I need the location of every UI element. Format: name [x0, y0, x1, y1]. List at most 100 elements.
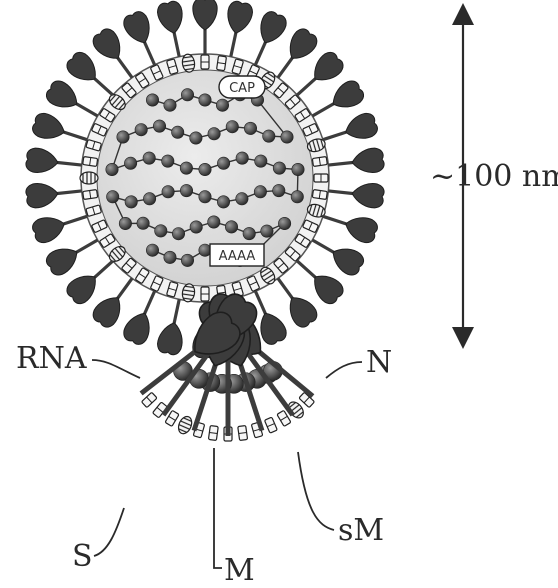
spike-head: [30, 212, 68, 245]
cap-label: CAP: [229, 81, 255, 96]
s-leader-line: [94, 508, 124, 556]
nucleocapsid-bead: [143, 152, 155, 164]
nucleocapsid-bead: [255, 155, 267, 167]
m-protein: [83, 157, 98, 167]
nucleocapsid-bead: [172, 126, 184, 138]
spike-protein: [156, 0, 191, 59]
nucleocapsid-bead: [119, 217, 131, 229]
nucleocapsid-bead: [208, 128, 220, 140]
m-protein: [312, 190, 327, 200]
spike-protein: [219, 0, 254, 59]
m-protein: [201, 287, 209, 301]
m-protein: [264, 417, 277, 433]
nucleocapsid-bead: [273, 162, 285, 174]
spike-protein: [319, 205, 379, 245]
nucleocapsid-bead: [137, 217, 149, 229]
m-protein: [141, 392, 157, 407]
n-label: N: [366, 345, 392, 380]
spike-head: [342, 111, 380, 144]
nucleocapsid-bead: [180, 162, 192, 174]
sm-leader-line: [298, 452, 334, 530]
nucleocapsid-bead: [217, 157, 229, 169]
spike-head: [43, 241, 82, 278]
spike-head: [30, 111, 68, 144]
nucleocapsid-bead: [281, 131, 293, 143]
nucleocapsid-bead: [143, 193, 155, 205]
nucleocapsid-bead: [164, 99, 176, 111]
nucleocapsid-bead: [162, 155, 174, 167]
sm-protein: [176, 414, 194, 435]
nucleocapsid-bead: [135, 124, 147, 136]
nucleocapsid-bead: [181, 89, 193, 101]
spike-head: [25, 147, 59, 174]
spike-head: [254, 9, 289, 48]
spike-head: [43, 78, 82, 115]
m-protein: [217, 56, 227, 71]
spike-head: [351, 181, 385, 208]
nucleocapsid-bead: [278, 217, 290, 229]
nucleocapsid-bead: [254, 186, 266, 198]
nucleocapsid-bead: [263, 130, 275, 142]
polya-label: AAAA: [219, 249, 256, 264]
nucleocapsid-bead: [125, 196, 137, 208]
nucleocapsid-bead: [208, 216, 220, 228]
nucleocapsid-bead: [273, 184, 285, 196]
nucleocapsid-bead: [243, 227, 255, 239]
spike-protein: [30, 205, 90, 245]
spike-head: [156, 0, 186, 36]
nucleocapsid-bead: [291, 191, 303, 203]
sm-label: sM: [338, 513, 384, 548]
nucleocapsid-bead: [216, 99, 228, 111]
spike-protein: [25, 147, 83, 177]
nucleocapsid-bead: [217, 196, 229, 208]
rna-leader-line: [92, 360, 140, 378]
nucleocapsid-bead: [164, 251, 176, 263]
m-protein: [314, 174, 328, 182]
nucleocapsid-bead: [181, 254, 193, 266]
sm-protein-body: [176, 414, 194, 435]
n-leader-line: [326, 362, 362, 378]
spike-head: [90, 26, 128, 66]
nucleocapsid-bead: [236, 152, 248, 164]
nucleocapsid-bead: [124, 157, 136, 169]
s-label: S: [72, 539, 93, 574]
nucleocapsid-bead: [146, 244, 158, 256]
spike-head: [351, 147, 385, 174]
sm-protein-body: [80, 172, 98, 184]
spike-head: [121, 308, 156, 347]
nucleocapsid-bead: [107, 191, 119, 203]
nucleocapsid-bead: [162, 186, 174, 198]
spike-head: [193, 0, 217, 30]
nucleocapsid-bead: [190, 221, 202, 233]
nucleocapsid-bead: [155, 225, 167, 237]
m-leader-line: [214, 448, 222, 568]
m-protein: [312, 157, 327, 167]
spike-protein: [193, 0, 217, 54]
nucleocapsid-bead: [226, 121, 238, 133]
m-protein: [201, 55, 209, 69]
nucleocapsid-bead: [146, 94, 158, 106]
nucleocapsid-bead: [199, 163, 211, 175]
m-label: M: [224, 553, 255, 588]
nucleocapsid-bead: [199, 94, 211, 106]
spike-head: [282, 291, 320, 331]
spike-head: [90, 291, 128, 331]
spike-protein: [327, 179, 385, 209]
nucleocapsid-bead: [172, 228, 184, 240]
nucleocapsid-bead: [199, 191, 211, 203]
rna-label: RNA: [16, 341, 87, 376]
m-protein: [208, 426, 218, 441]
spike-head: [327, 241, 366, 278]
spike-protein: [327, 147, 385, 177]
nucleocapsid-bead: [244, 122, 256, 134]
spike-protein: [156, 297, 191, 356]
spike-protein: [25, 179, 83, 209]
spike-head: [282, 26, 320, 66]
nucleocapsid-bead: [106, 163, 118, 175]
spike-head: [224, 0, 254, 36]
spike-head: [156, 320, 186, 356]
spike-head: [327, 78, 366, 115]
spike-head: [121, 9, 156, 48]
scale-label: ~100 nm: [430, 159, 558, 194]
